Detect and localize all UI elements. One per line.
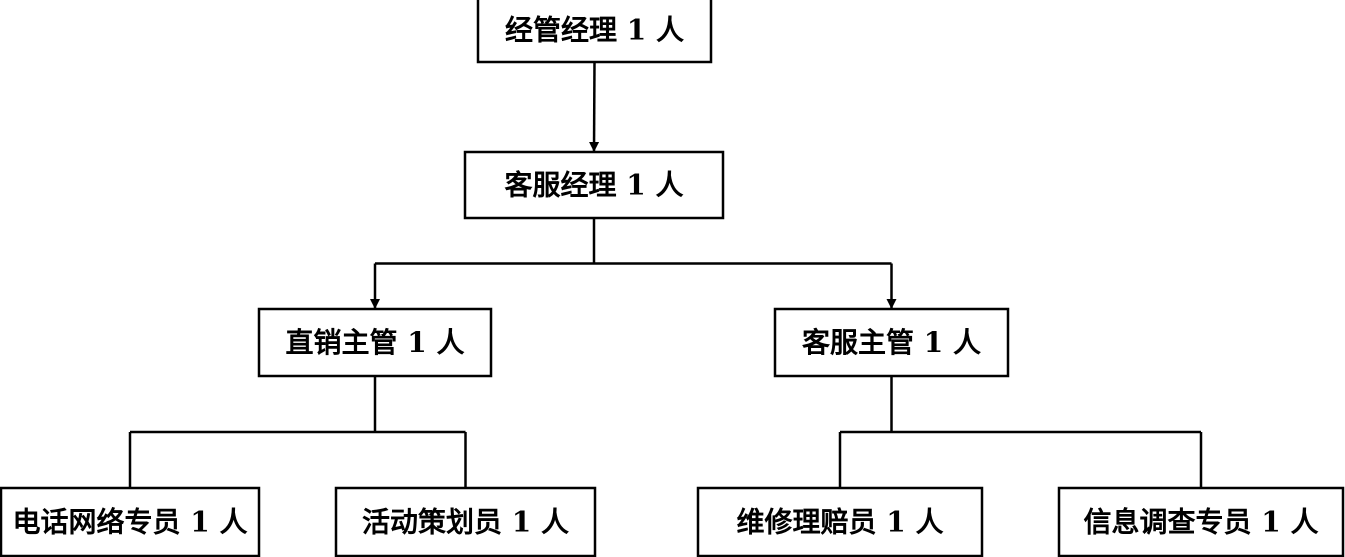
node-label: 经管经理 1 人 [505, 14, 684, 47]
node-phone-network-specialist: 电话网络专员 1 人 [0, 486, 261, 557]
node-event-planner: 活动策划员 1 人 [334, 486, 597, 557]
node-label: 电话网络专员 1 人 [13, 506, 248, 539]
connector-lines [128, 61, 1203, 488]
node-service-supervisor: 客服主管 1 人 [773, 307, 1010, 378]
connector-jinguan-manager-service-manager [589, 61, 600, 152]
node-label: 信息调查专员 1 人 [1084, 506, 1319, 539]
node-box [463, 150, 725, 220]
node-repair-claims-officer: 维修理赔员 1 人 [696, 486, 984, 557]
node-label: 直销主管 1 人 [286, 326, 465, 359]
node-box [0, 486, 261, 557]
node-service-manager: 客服经理 1 人 [463, 150, 725, 220]
node-jinguan-manager: 经管经理 1 人 [476, 0, 713, 64]
node-box [1057, 486, 1345, 557]
node-box [773, 307, 1010, 378]
node-label: 维修理赔员 1 人 [737, 506, 944, 539]
node-box [257, 307, 493, 378]
node-label: 客服主管 1 人 [802, 326, 981, 359]
node-direct-sales-supervisor: 直销主管 1 人 [257, 307, 493, 378]
node-box [476, 0, 713, 64]
node-label: 客服经理 1 人 [505, 169, 684, 202]
node-box [696, 486, 984, 557]
node-info-survey-specialist: 信息调查专员 1 人 [1057, 486, 1345, 557]
node-label: 活动策划员 1 人 [362, 506, 569, 539]
node-box [334, 486, 597, 557]
